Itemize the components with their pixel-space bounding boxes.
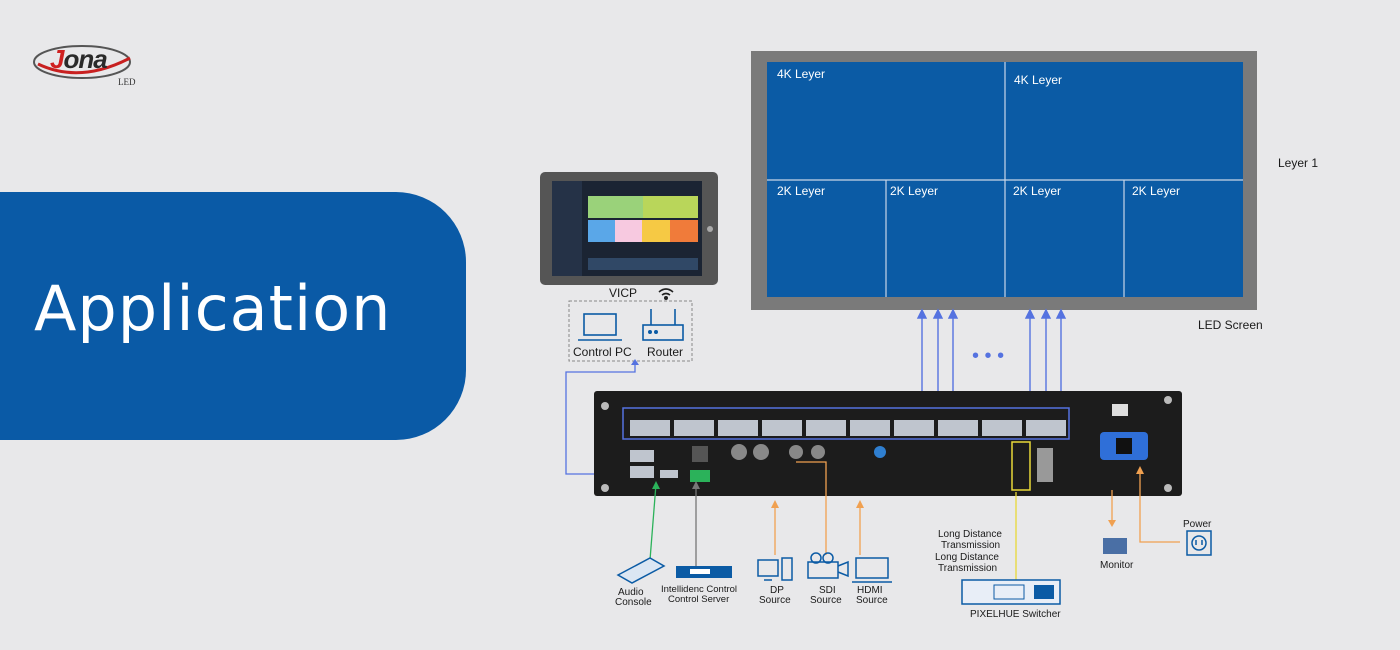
pixelhue-switcher-icon xyxy=(961,579,1061,605)
tablet-label: VICP xyxy=(609,286,637,300)
logo-swoosh xyxy=(33,45,131,79)
control-server-label-2: Control Server xyxy=(668,594,729,605)
jona-logo: Jona LED xyxy=(30,34,140,94)
hdmi-link-arrowhead xyxy=(856,500,864,508)
router-link-arrowhead xyxy=(631,359,639,365)
monitor-link-arrowhead xyxy=(1108,520,1116,527)
server-link-arrowhead xyxy=(692,481,700,489)
router-label: Router xyxy=(647,345,683,359)
laptop-icon xyxy=(578,313,622,341)
control-server-icon xyxy=(676,566,732,578)
output-arrows xyxy=(916,308,1067,395)
logo-letter-j: J xyxy=(50,44,65,74)
screen-cell-2k-4: 2K Leyer xyxy=(1132,184,1180,198)
video-processor xyxy=(594,391,1182,496)
control-group-box xyxy=(568,300,693,362)
screen-cell-4k-2: 4K Leyer xyxy=(1014,73,1062,87)
long-distance-2-label-1: Long Distance xyxy=(935,552,999,563)
logo-subtitle: LED xyxy=(118,77,136,87)
banner-title: Application xyxy=(34,272,392,345)
screen-cell-2k-1: 2K Leyer xyxy=(777,184,825,198)
screen-cell-4k-1: 4K Leyer xyxy=(777,67,825,81)
hdmi-source-label-1: HDMI xyxy=(857,585,883,596)
router-link-line xyxy=(565,362,636,475)
pixelhue-label: PIXELHUE Switcher xyxy=(970,609,1061,620)
dp-source-label-1: DP xyxy=(770,585,784,596)
sdi-source-label-2: Source xyxy=(810,595,842,606)
led-screen: 4K Leyer 4K Leyer 2K Leyer 2K Leyer 2K L… xyxy=(751,51,1257,310)
long-distance-2-label-2: Transmission xyxy=(938,563,997,574)
screen-cell-2k-2: 2K Leyer xyxy=(890,184,938,198)
application-banner: Application xyxy=(0,192,466,440)
wifi-icon xyxy=(658,288,674,300)
dp-source-label-2: Source xyxy=(759,595,791,606)
hdmi-laptop-icon xyxy=(852,557,892,583)
long-distance-1-label-1: Long Distance xyxy=(938,529,1002,540)
audio-console-icon xyxy=(616,557,666,584)
screen-cell-2k-3: 2K Leyer xyxy=(1013,184,1061,198)
sdi-camera-icon xyxy=(807,552,849,579)
dp-link-arrowhead xyxy=(771,500,779,508)
more-outputs-ellipsis: • • • xyxy=(972,345,1004,367)
audio-console-label-1: Audio xyxy=(618,587,644,598)
source-links xyxy=(649,461,861,566)
audio-link-arrowhead xyxy=(652,481,660,489)
router-icon xyxy=(642,309,684,341)
power-link-arrowhead xyxy=(1136,466,1144,474)
monitor-label: Monitor xyxy=(1100,560,1134,571)
power-outlet-icon xyxy=(1186,530,1212,556)
power-label: Power xyxy=(1183,519,1212,530)
screen-label: LED Screen xyxy=(1198,318,1263,332)
audio-console-label-2: Console xyxy=(615,597,652,608)
layer-label: Leyer 1 xyxy=(1278,156,1318,170)
logo-wordmark: Jona xyxy=(50,44,108,75)
logo-word-rest: ona xyxy=(63,44,107,74)
control-pc-label: Control PC xyxy=(573,345,632,359)
monitor-icon xyxy=(1103,538,1127,554)
sdi-source-label-1: SDI xyxy=(819,585,836,596)
control-server-label-1: Intellidenc Control xyxy=(661,584,737,595)
vicp-tablet xyxy=(540,172,718,285)
hdmi-source-label-2: Source xyxy=(856,595,888,606)
dp-source-icon xyxy=(757,557,793,581)
power-link-line xyxy=(1139,470,1180,543)
long-distance-1-label-2: Transmission xyxy=(941,540,1000,551)
